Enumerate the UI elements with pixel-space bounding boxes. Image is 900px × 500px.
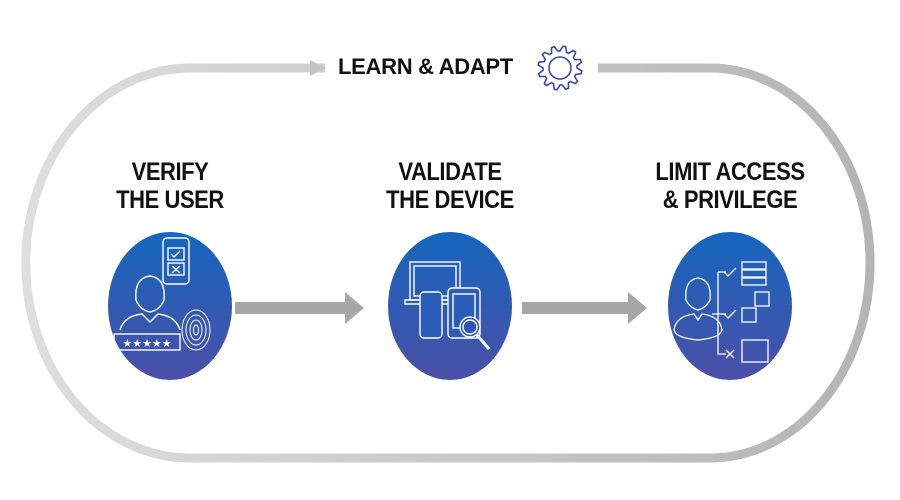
flow-arrow-2 xyxy=(522,292,647,324)
gear-icon xyxy=(537,45,583,91)
access-tree-icon xyxy=(673,261,770,363)
step-title-line2: THE DEVICE xyxy=(386,186,514,214)
step-circle-verify: ★★★★★ xyxy=(108,232,232,380)
step-title-line1: VERIFY xyxy=(131,158,209,186)
svg-text:★★★★★: ★★★★★ xyxy=(122,337,171,350)
loop-arrowhead xyxy=(310,60,326,76)
phone-check-icon xyxy=(162,237,190,285)
loop-label: LEARN & ADAPT xyxy=(338,54,513,79)
step-title-line2: THE USER xyxy=(116,186,224,214)
devices-icon xyxy=(404,261,491,350)
fingerprint-icon xyxy=(181,309,211,351)
learn-adapt-loop xyxy=(21,60,875,463)
step-circle-validate xyxy=(388,232,512,380)
step-title-limit: LIMIT ACCESS & PRIVILEGE xyxy=(651,158,809,214)
step-title-verify: VERIFY THE USER xyxy=(100,158,241,214)
step-circle-limit xyxy=(668,232,792,380)
step-title-line1: LIMIT ACCESS xyxy=(655,158,805,186)
step-title-line2: & PRIVILEGE xyxy=(662,186,798,214)
step-title-validate: VALIDATE THE DEVICE xyxy=(375,158,525,214)
user-icon xyxy=(119,275,181,331)
flow-arrow-1 xyxy=(235,292,364,324)
step-title-line1: VALIDATE xyxy=(398,158,502,186)
password-field-icon: ★★★★★ xyxy=(113,333,181,351)
